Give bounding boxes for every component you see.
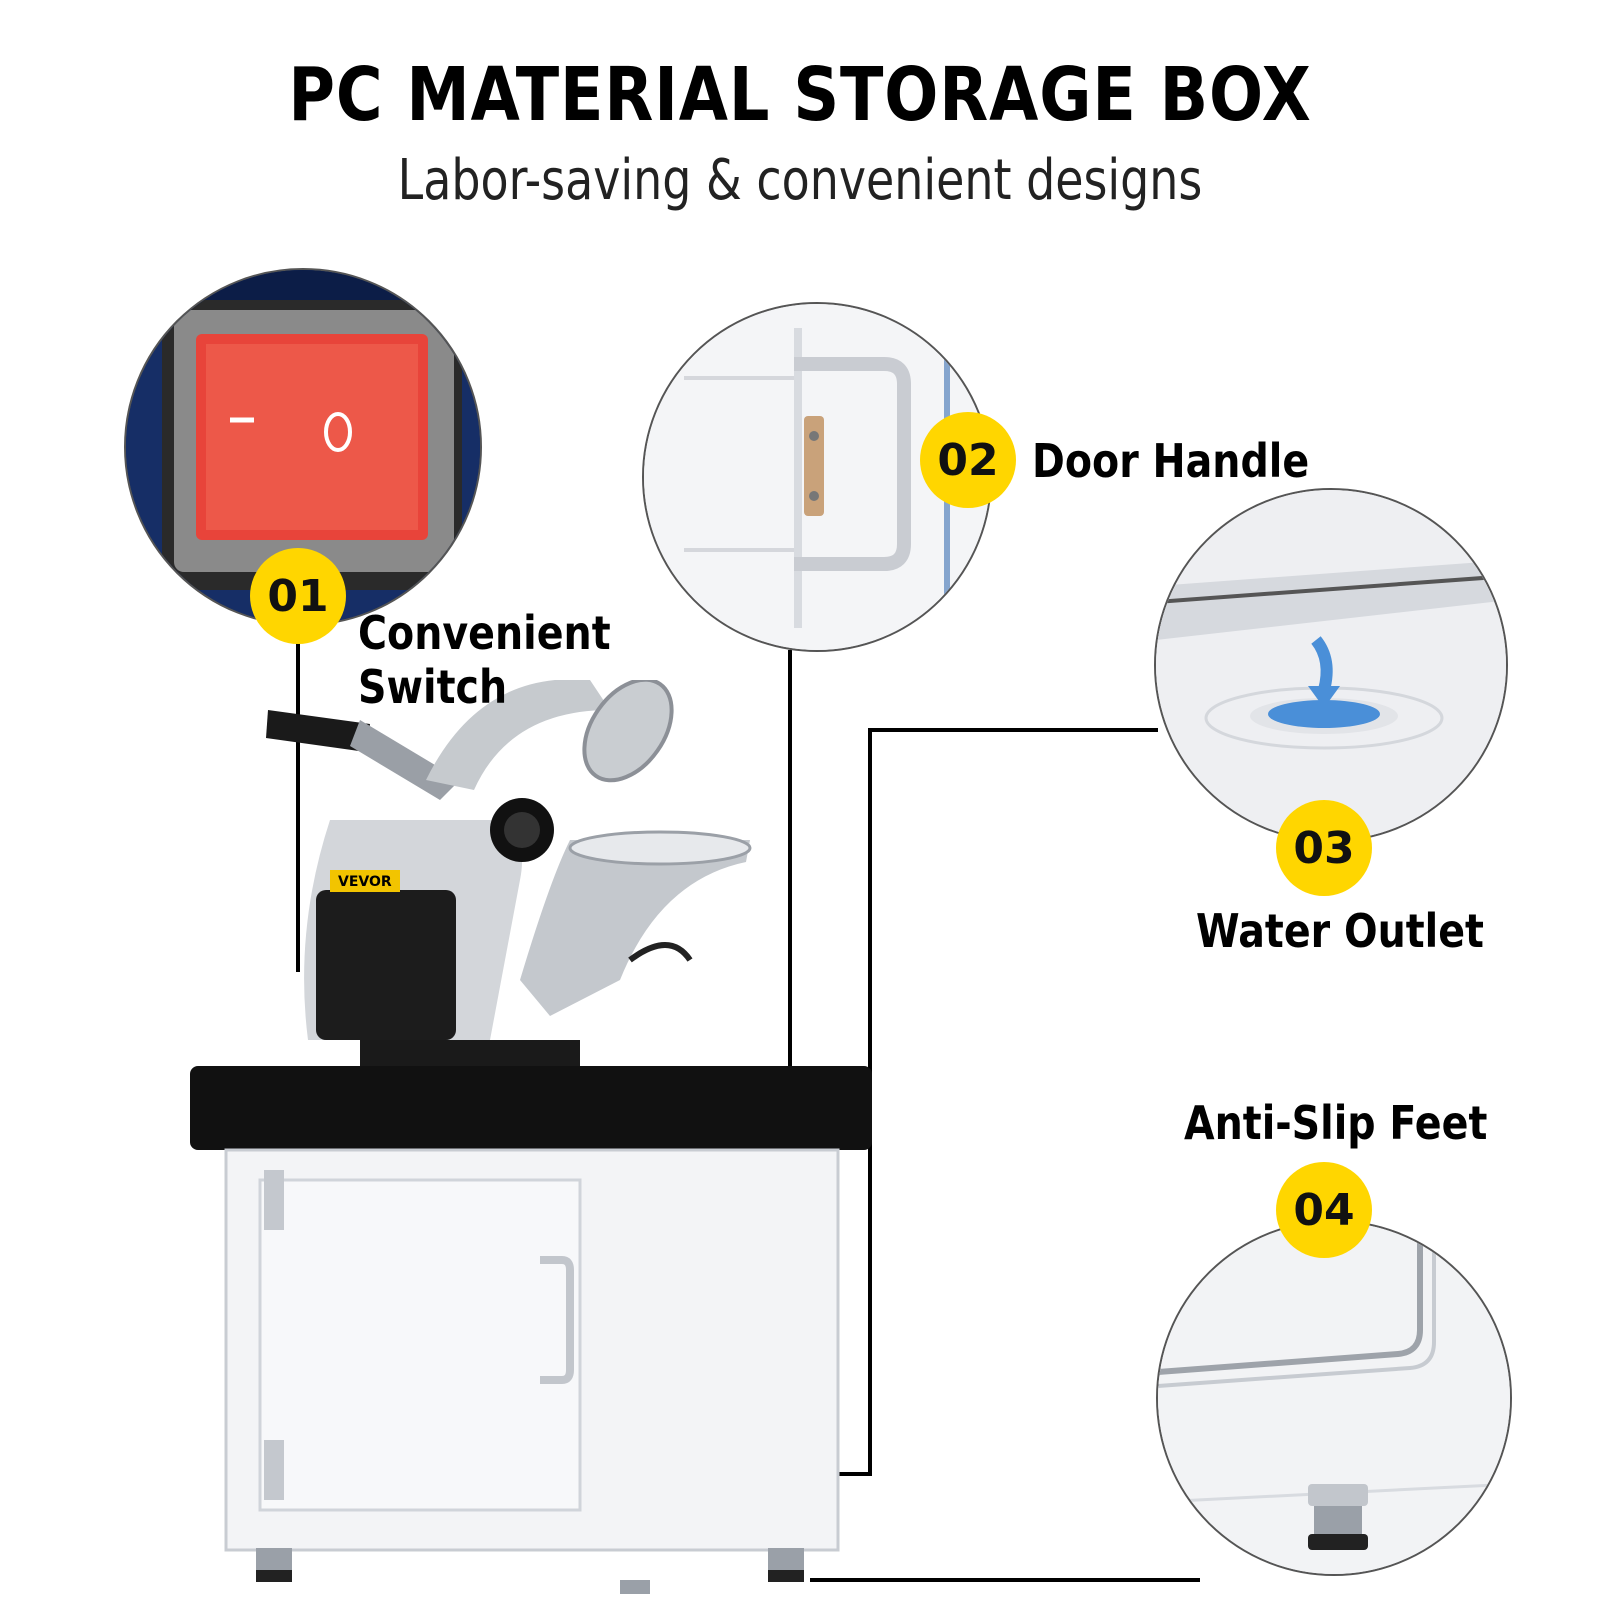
feet-closeup-image [1156, 1220, 1512, 1576]
callout-line-02-vertical [788, 650, 792, 1338]
ice-shaver-product-image: VEVOR [190, 680, 910, 1600]
feature-label-01-line2: Switch [358, 660, 508, 714]
callout-line-01 [296, 632, 300, 972]
feature-label-04: Anti-Slip Feet [1184, 1096, 1488, 1150]
switch-closeup-image [124, 268, 482, 626]
page-title: PC MATERIAL STORAGE BOX [288, 52, 1312, 138]
feature-label-01: Convenient Switch [358, 606, 611, 714]
feature-label-02: Door Handle [1032, 434, 1310, 488]
feature-badge-03: 03 [1276, 800, 1372, 896]
feature-label-03: Water Outlet [1196, 904, 1484, 958]
callout-line-04 [810, 1578, 1200, 1582]
callout-line-03-top [870, 728, 1158, 732]
feature-badge-04: 04 [1276, 1162, 1372, 1258]
feature-badge-02: 02 [920, 412, 1016, 508]
vevor-logo: VEVOR [338, 874, 392, 890]
feature-label-01-line1: Convenient [358, 606, 611, 660]
page-subtitle: Labor-saving & convenient designs [397, 148, 1203, 213]
feature-badge-01: 01 [250, 548, 346, 644]
water-outlet-closeup-image [1154, 488, 1508, 842]
